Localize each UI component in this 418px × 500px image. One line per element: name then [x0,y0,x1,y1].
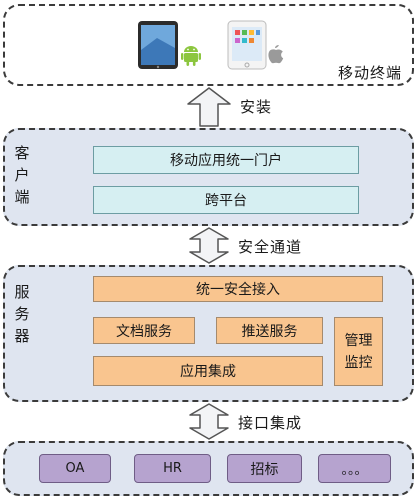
integration-label: 接口集成 [238,414,303,432]
mobile-portal-box: 移动应用统一门户 [93,146,359,174]
monitor-label: 管理监控 [344,332,373,371]
push-service-box: 推送服务 [216,317,323,344]
mobile-terminal-title: 移动终端 [337,64,402,82]
phone-icon [227,20,267,70]
install-arrow-icon [187,87,231,127]
app-integration-box: 应用集成 [93,356,323,386]
tablet-icon [138,21,178,69]
integration-layer: OA HR 招标 。。。 [3,441,414,496]
mobile-terminal-layer: 移动终端 [3,4,414,86]
secure-access-box: 统一安全接入 [93,276,383,302]
system-hr: HR [134,454,211,483]
client-layer: 客户端 移动应用统一门户 跨平台 [3,128,414,226]
system-oa: OA [39,454,111,483]
secure-channel-arrow-icon [189,227,229,264]
install-label: 安装 [240,98,273,116]
server-layer: 服务器 统一安全接入 文档服务 推送服务 应用集成 管理监控 [3,265,414,402]
android-icon [181,46,201,66]
client-title: 客户端 [14,144,30,206]
apple-icon [268,45,284,64]
secure-channel-label: 安全通道 [238,238,303,256]
integration-arrow-icon [189,403,229,440]
cross-platform-box: 跨平台 [93,186,359,214]
system-more: 。。。 [318,454,391,483]
server-title: 服务器 [14,283,30,345]
monitor-box: 管理监控 [334,317,383,386]
system-bidding: 招标 [227,454,302,483]
doc-service-box: 文档服务 [93,317,195,344]
